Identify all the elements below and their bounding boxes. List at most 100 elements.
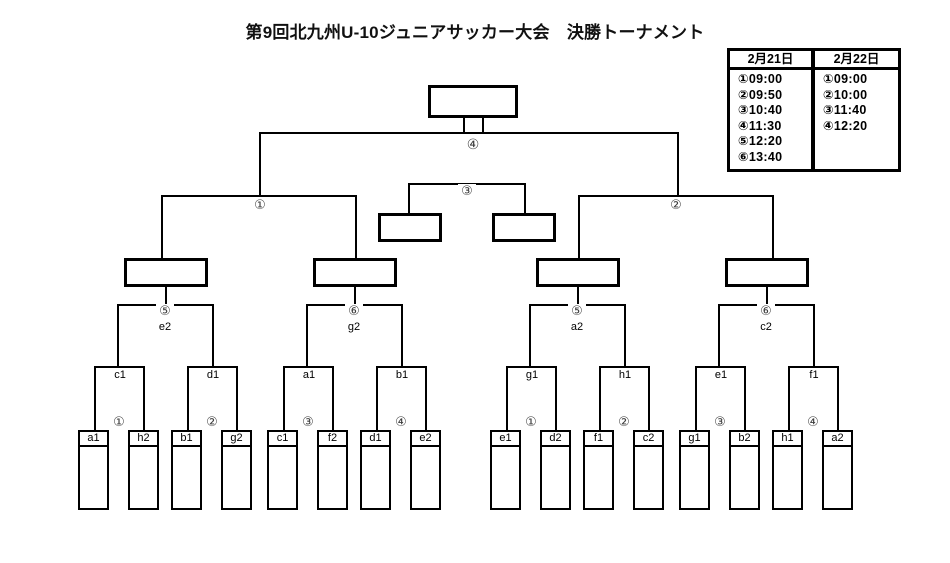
schedule-match-number: ① — [823, 72, 834, 86]
round1-rail-7-arm-right — [744, 366, 746, 430]
round1-match-number-3: ③ — [299, 415, 317, 428]
schedule-row: ①09:00 — [823, 72, 898, 88]
quarterfinal-stem-3 — [577, 287, 579, 305]
round1-seed-8: f1 — [809, 369, 819, 381]
team-box: b1 — [171, 430, 202, 510]
schedule-match-time: 10:40 — [748, 103, 783, 118]
schedule-match-number: ④ — [738, 118, 749, 133]
round1-seed-2: d1 — [206, 369, 220, 381]
schedule-row: ④12:20 — [823, 119, 898, 135]
team-box: e1 — [490, 430, 521, 510]
team-score-cell — [319, 447, 346, 508]
round1-rail-3 — [283, 366, 334, 368]
team-score-cell — [774, 447, 801, 508]
schedule-row: ②09:50 — [738, 88, 811, 104]
third-place-box-right — [492, 213, 556, 242]
semifinal-left-drop — [259, 132, 261, 196]
semifinal-right-rail — [578, 195, 774, 197]
quarterfinal-seed-4: c2 — [760, 321, 772, 333]
team-label: h1 — [774, 432, 801, 447]
round1-seed-1: c1 — [114, 369, 126, 381]
team-label: f2 — [319, 432, 346, 447]
team-box: h1 — [772, 430, 803, 510]
team-label: d1 — [362, 432, 389, 447]
semifinal-left-match-number: ① — [251, 198, 269, 211]
team-score-cell — [824, 447, 851, 508]
final-stem-left — [463, 118, 465, 133]
third-place-arm-left — [408, 183, 410, 213]
team-label: g2 — [223, 432, 250, 447]
round1-rail-1-arm-right — [143, 366, 145, 430]
round1-rail-1 — [94, 366, 145, 368]
schedule-date-day1: 2月21日 — [730, 51, 811, 70]
round1-rail-4-arm-left — [376, 366, 378, 430]
round1-rail-4-arm-right — [425, 366, 427, 430]
quarterfinal-rail-1-arm-left — [117, 304, 119, 367]
semifinal-right-drop — [677, 132, 679, 196]
team-label: b1 — [173, 432, 200, 447]
round1-rail-6-arm-right — [648, 366, 650, 430]
quarterfinal-match-number-1: ⑤ — [156, 304, 174, 317]
team-box: f2 — [317, 430, 348, 510]
quarterfinal-rail-2-arm-left — [306, 304, 308, 367]
round1-match-number-2: ② — [203, 415, 221, 428]
round1-seed-7: e1 — [714, 369, 728, 381]
team-box: e2 — [410, 430, 441, 510]
team-label: c1 — [269, 432, 296, 447]
team-box: d1 — [360, 430, 391, 510]
schedule-match-time: 12:20 — [833, 118, 868, 133]
quarterfinal-match-number-4: ⑥ — [757, 304, 775, 317]
schedule-match-time: 09:50 — [748, 87, 783, 102]
quarterfinal-rail-4-arm-left — [718, 304, 720, 367]
round1-rail-3-arm-right — [332, 366, 334, 430]
schedule-column-day2: 2月22日 ①09:00 ②10:00 ③11:40 ④12:20 — [814, 51, 898, 169]
quarterfinal-box-4 — [725, 258, 809, 287]
quarterfinal-seed-2: g2 — [347, 321, 361, 333]
quarterfinal-rail-3-arm-left — [529, 304, 531, 367]
team-score-cell — [731, 447, 758, 508]
schedule-match-time: 09:00 — [833, 72, 868, 86]
quarterfinal-seed-1: e2 — [158, 321, 172, 333]
quarterfinal-rail-2-arm-right — [401, 304, 403, 367]
semifinal-left-rail — [161, 195, 357, 197]
team-box: g2 — [221, 430, 252, 510]
quarterfinal-stem-2 — [354, 287, 356, 305]
schedule-row: ②10:00 — [823, 88, 898, 104]
team-label: d2 — [542, 432, 569, 447]
team-score-cell — [130, 447, 157, 508]
round1-match-number-5: ① — [522, 415, 540, 428]
quarterfinal-box-2 — [313, 258, 397, 287]
third-place-arm-right — [524, 183, 526, 213]
semifinal-right-arm-right — [772, 195, 774, 259]
team-box: a1 — [78, 430, 109, 510]
round1-rail-8-arm-right — [837, 366, 839, 430]
round1-seed-4: b1 — [395, 369, 409, 381]
final-connector-rail — [259, 132, 679, 134]
team-score-cell — [635, 447, 662, 508]
round1-rail-7 — [695, 366, 746, 368]
semifinal-left-arm-right — [355, 195, 357, 259]
team-box: h2 — [128, 430, 159, 510]
team-box: a2 — [822, 430, 853, 510]
schedule-row: ③10:40 — [738, 103, 811, 119]
round1-rail-2 — [187, 366, 238, 368]
schedule-match-number: ② — [738, 87, 749, 102]
round1-match-number-1: ① — [110, 415, 128, 428]
team-box: f1 — [583, 430, 614, 510]
schedule-row: ⑤12:20 — [738, 134, 811, 150]
schedule-match-number: ③ — [823, 103, 834, 118]
round1-rail-7-arm-left — [695, 366, 697, 430]
team-box: c1 — [267, 430, 298, 510]
round1-seed-6: h1 — [618, 369, 632, 381]
team-score-cell — [80, 447, 107, 508]
round1-rail-1-arm-left — [94, 366, 96, 430]
round1-rail-2-arm-left — [187, 366, 189, 430]
team-label: a2 — [824, 432, 851, 447]
round1-match-number-6: ② — [615, 415, 633, 428]
schedule-match-number: ④ — [823, 118, 834, 133]
schedule-match-time: 13:40 — [748, 149, 783, 164]
team-score-cell — [223, 447, 250, 508]
schedule-match-number: ③ — [738, 103, 749, 118]
quarterfinal-match-number-2: ⑥ — [345, 304, 363, 317]
